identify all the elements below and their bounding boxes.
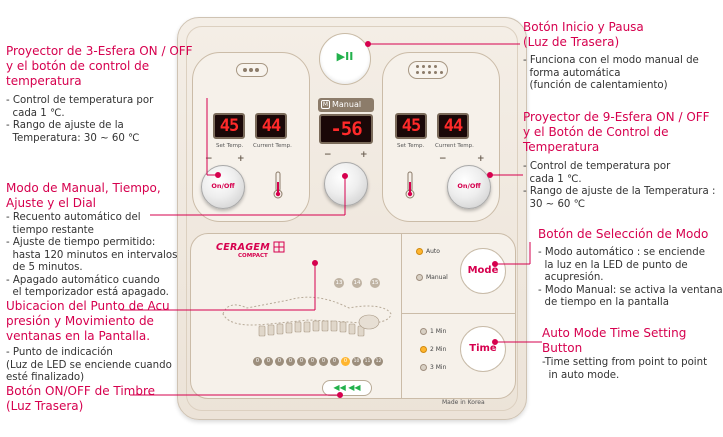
time-3min-indicator: 3 Min: [420, 364, 446, 371]
chime-button[interactable]: ◀◀ ◀◀: [322, 380, 372, 396]
led-3-icon: [420, 364, 427, 371]
brand-name: CERAGEM: [216, 242, 270, 253]
manual-option-label: Manual: [426, 274, 448, 281]
auto-indicator: Auto: [416, 248, 440, 255]
right-temp-knob[interactable]: On/Off: [447, 165, 491, 209]
acupoint-marker: 0: [319, 357, 328, 366]
right-current-temp-display: 44: [437, 113, 469, 139]
device-panel: ▶II 45 44 Set Temp. Current Temp. − + On…: [177, 17, 527, 420]
acupoint-marker: 0: [275, 357, 284, 366]
left-current-temp-label: Current Temp.: [253, 143, 292, 149]
right-knob-label: On/Off: [457, 182, 481, 190]
manual-led-icon: [416, 274, 423, 281]
nine-sphere-icon: [408, 61, 448, 79]
acupoint-marker: 0: [308, 357, 317, 366]
acupoint-top-row: 13 14 15: [334, 278, 384, 290]
brand-logo-icon: [273, 241, 285, 253]
acupoint-marker: 12: [374, 357, 383, 366]
auto-led-icon: [416, 248, 423, 255]
manual-minus-label: −: [324, 150, 332, 160]
acupoint-marker: 0: [341, 357, 350, 366]
spine-figure: [222, 296, 392, 337]
left-minus-label: −: [205, 154, 213, 164]
led-2-icon: [420, 346, 427, 353]
time-3min-label: 3 Min: [430, 364, 447, 371]
acupoint-marker: 15: [370, 278, 380, 288]
annotation-chime: Botón ON/OFF de Timbre(Luz Trasera): [6, 384, 156, 413]
start-pause-button[interactable]: ▶II: [319, 33, 371, 85]
annotation-mode-select: Botón de Selección de Modo - Modo automá…: [538, 227, 723, 308]
play-pause-icon: ▶II: [336, 50, 354, 63]
time-button[interactable]: Time: [460, 326, 506, 372]
acupoint-marker: 0: [297, 357, 306, 366]
right-projector-panel: 45 44 Set Temp. Current Temp. − + On/Off: [382, 52, 500, 222]
device-inner-frame: [186, 26, 518, 411]
three-sphere-icon: [236, 63, 268, 77]
acupoint-bottom-row: 0 0 0 0 0 0 0 0 0 10 11 12: [253, 357, 383, 369]
left-knob-label: On/Off: [211, 182, 235, 190]
annotation-manual-mode: Modo de Manual, Tiempo,Ajuste y el Dial …: [6, 181, 178, 298]
time-2min-indicator: 2 Min: [420, 346, 446, 353]
acupoint-marker: 14: [352, 278, 362, 288]
right-plus-label: +: [477, 154, 485, 164]
acupoint-marker: 0: [264, 357, 273, 366]
time-2min-label: 2 Min: [430, 346, 447, 353]
left-current-temp-display: 44: [255, 113, 287, 139]
left-plus-label: +: [237, 154, 245, 164]
time-1min-indicator: 1 Min: [420, 328, 446, 335]
right-set-temp-label: Set Temp.: [397, 143, 425, 149]
manual-time-dial[interactable]: [324, 162, 368, 206]
left-set-temp-label: Set Temp.: [216, 143, 244, 149]
acupoint-marker: 0: [330, 357, 339, 366]
led-1-icon: [420, 328, 427, 335]
left-temp-knob[interactable]: On/Off: [201, 165, 245, 209]
thermometer-icon: [405, 171, 415, 199]
mode-button[interactable]: Mode: [460, 248, 506, 294]
right-current-temp-label: Current Temp.: [435, 143, 474, 149]
manual-time-display: -56: [319, 114, 373, 144]
manual-indicator: Manual: [416, 274, 448, 281]
made-in-label: Made in Korea: [442, 399, 485, 406]
chime-icon: ◀◀ ◀◀: [333, 383, 361, 392]
thermometer-icon: [273, 171, 283, 199]
acupoint-marker: 13: [334, 278, 344, 288]
annotation-auto-time: Auto Mode Time Setting Button -Time sett…: [542, 326, 708, 381]
right-set-temp-display: 45: [395, 113, 427, 139]
acupoint-marker: 10: [352, 357, 361, 366]
acupoint-marker: 11: [363, 357, 372, 366]
right-minus-label: −: [439, 154, 447, 164]
left-projector-panel: 45 44 Set Temp. Current Temp. − + On/Off: [192, 52, 310, 222]
manual-icon: M: [321, 100, 330, 109]
acupoint-marker: 0: [286, 357, 295, 366]
auto-label: Auto: [426, 248, 440, 255]
acupoint-marker: 0: [253, 357, 262, 366]
time-section: 1 Min 2 Min 3 Min Time: [401, 314, 515, 398]
brand-sub: COMPACT: [238, 253, 268, 259]
mode-section: Auto Manual Mode: [401, 234, 515, 314]
left-set-temp-display: 45: [213, 113, 245, 139]
body-display-panel: CERAGEM COMPACT 13 14 15: [190, 233, 516, 399]
manual-plus-label: +: [360, 150, 368, 160]
time-1min-label: 1 Min: [430, 328, 447, 335]
manual-label: Manual: [332, 100, 362, 109]
annotation-start-pause: Botón Inicio y Pausa(Luz de Trasera) - F…: [523, 20, 699, 91]
